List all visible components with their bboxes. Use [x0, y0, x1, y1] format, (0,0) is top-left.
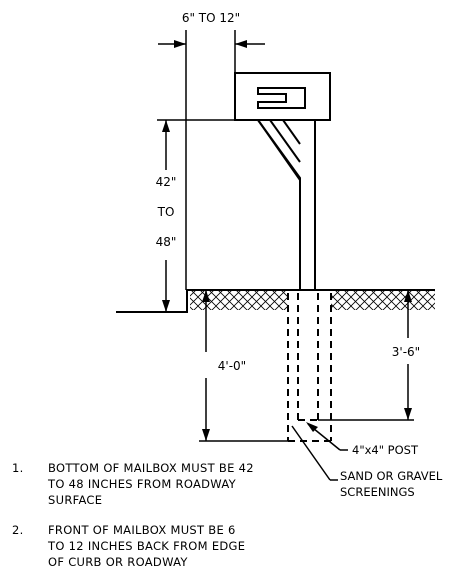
post: [257, 119, 316, 290]
post-depth-arrow-bottom: [404, 408, 412, 420]
bracket-brace: [257, 119, 301, 181]
mailbox-body: [234, 72, 331, 121]
setback-dimension-label: 6" TO 12": [182, 11, 240, 25]
post-depth-dimension: [318, 290, 414, 421]
mailbox-flag-icon: [257, 87, 306, 109]
post-hole: [287, 293, 332, 442]
note-2-line2: TO 12 INCHES BACK FROM EDGE: [47, 539, 245, 553]
note-1: 1. BOTTOM OF MAILBOX MUST BE 42 TO 48 IN…: [12, 461, 254, 507]
note-1-line2: TO 48 INCHES FROM ROADWAY: [47, 477, 237, 491]
post-leader-arrow: [306, 422, 318, 432]
note-1-number: 1.: [12, 461, 24, 475]
ground-hatch-left: [190, 290, 288, 310]
note-2-number: 2.: [12, 523, 24, 537]
note-2: 2. FRONT OF MAILBOX MUST BE 6 TO 12 INCH…: [12, 523, 245, 569]
height-arrow-top: [162, 120, 170, 132]
setback-dimension: [158, 30, 265, 290]
mailbox: [234, 72, 331, 121]
ground-hatch-right: [331, 290, 435, 310]
post-depth-label: 3'-6": [392, 345, 420, 359]
height-dimension-line2: TO: [157, 205, 175, 219]
roadway-surface-line: [116, 289, 435, 313]
fill-callout-line2: SCREENINGS: [340, 485, 415, 499]
callout-leaders: [291, 422, 348, 481]
hole-depth-dimension: [199, 290, 288, 442]
height-dimension: [157, 119, 235, 312]
note-1-line3: SURFACE: [48, 493, 102, 507]
fill-callout-line1: SAND OR GRAVEL: [340, 469, 443, 483]
hole-depth-label: 4'-0": [218, 359, 246, 373]
setback-arrow-left: [174, 40, 186, 48]
note-1-line1: BOTTOM OF MAILBOX MUST BE 42: [48, 461, 254, 475]
fill-leader: [291, 425, 331, 481]
height-dimension-line3: 48": [156, 235, 177, 249]
hole-depth-arrow-top: [202, 290, 210, 302]
note-2-line1: FRONT OF MAILBOX MUST BE 6: [48, 523, 236, 537]
post-depth-arrow-top: [404, 290, 412, 302]
hole-depth-arrow-bottom: [202, 429, 210, 441]
height-arrow-bottom: [162, 300, 170, 312]
setback-arrow-right: [235, 40, 247, 48]
note-2-line3: OF CURB OR ROADWAY: [48, 555, 188, 569]
post-callout-label: 4"x4" POST: [352, 443, 419, 457]
height-dimension-line1: 42": [156, 175, 177, 189]
